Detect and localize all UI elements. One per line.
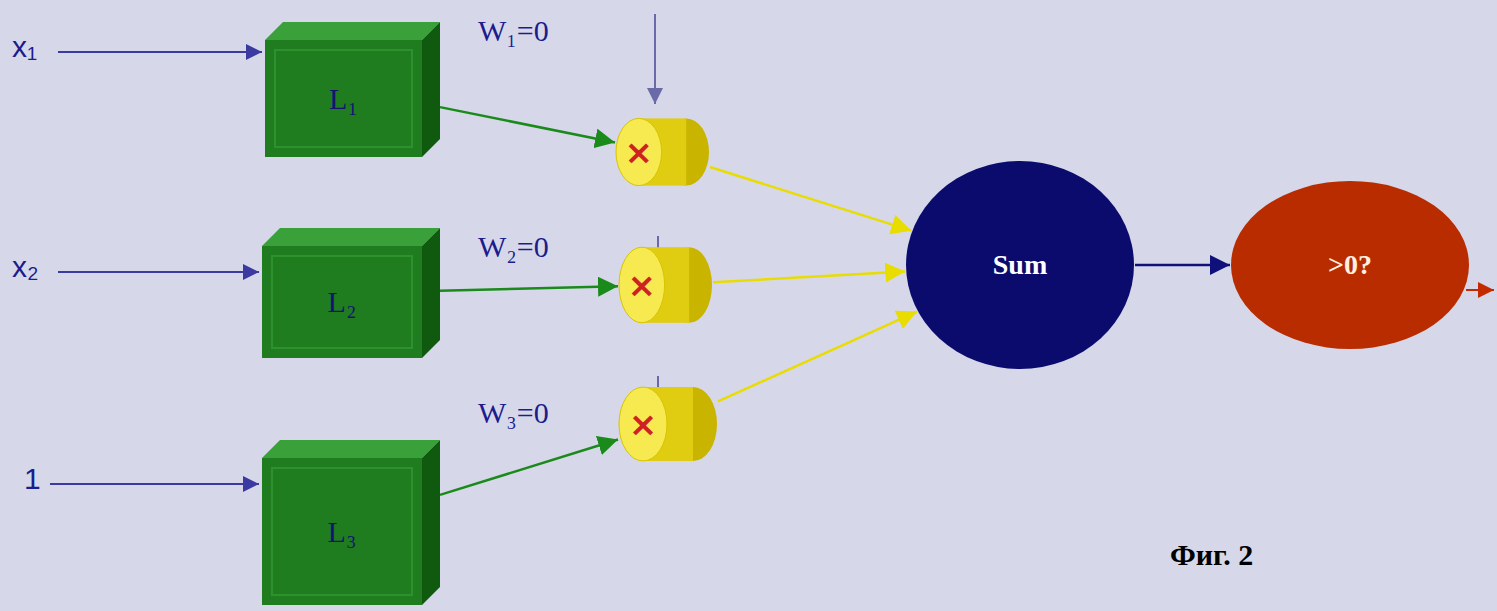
signal-connector — [440, 440, 618, 495]
node-text: Sum — [993, 249, 1047, 281]
layer-cube: L₁ — [265, 22, 440, 157]
shape-face: × — [615, 112, 663, 192]
output-arrow — [1466, 289, 1494, 291]
shape-face: >0? — [1230, 180, 1470, 350]
shape-face: × — [618, 380, 668, 468]
layer-cube: L₃ — [262, 440, 440, 605]
threshold-ellipse: >0? — [1230, 180, 1470, 350]
weight-arrows — [655, 14, 658, 408]
node-text: L₃ — [328, 515, 357, 549]
node-text: >0? — [1328, 249, 1372, 281]
multiplier-cylinder: × — [618, 380, 718, 468]
signal-connector — [718, 312, 917, 402]
multiply-sign: × — [629, 404, 658, 444]
shape-face: L₁ — [265, 40, 422, 157]
signal-connector — [440, 286, 618, 291]
node-text: L₂ — [328, 285, 357, 319]
shape-face: L₃ — [262, 458, 422, 605]
signal-connector — [713, 271, 905, 282]
sum-ellipse: Sum — [905, 160, 1135, 370]
input-arrows — [50, 52, 262, 484]
multiplier-cylinder: × — [618, 240, 713, 330]
shape-face: L₂ — [262, 246, 422, 358]
shape-face: × — [618, 240, 666, 330]
signal-connector — [1135, 264, 1230, 267]
layer-cube: L₂ — [262, 228, 440, 358]
multiply-sign: × — [628, 265, 657, 305]
input-label: 1 — [24, 462, 41, 496]
input-label: x₁ — [12, 30, 37, 64]
figure-caption: Фиг. 2 — [1170, 538, 1253, 572]
node-text: L₁ — [329, 82, 358, 116]
weight-label: W₃=0 — [478, 396, 549, 430]
signal-connector — [440, 107, 615, 142]
shape-face: Sum — [905, 160, 1135, 370]
multiplier-cylinder: × — [615, 112, 710, 192]
signal-connector — [710, 167, 911, 231]
weight-label: W₁=0 — [478, 14, 549, 48]
weight-label: W₂=0 — [478, 230, 549, 264]
input-label: x₂ — [12, 250, 39, 284]
multiply-sign: × — [625, 132, 654, 172]
